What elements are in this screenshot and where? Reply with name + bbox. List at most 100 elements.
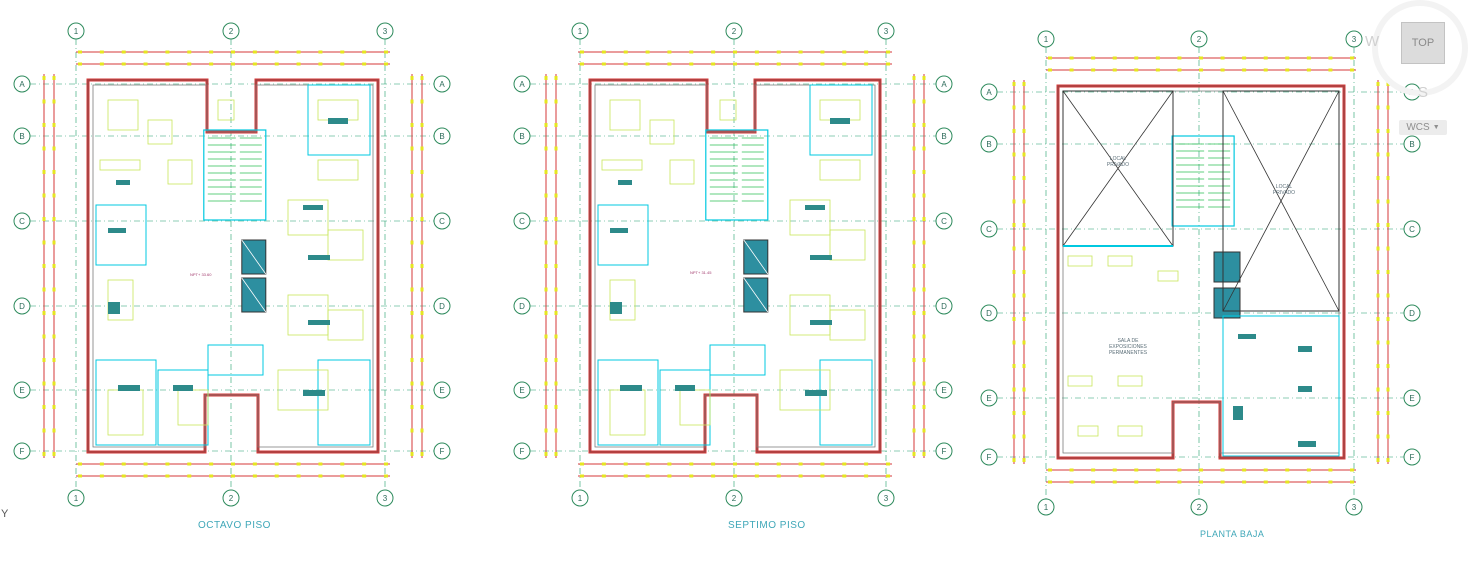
grid-bubble-circle [1403,389,1421,407]
dimension-tick [420,99,424,104]
grid-bubble-circle [376,489,394,507]
viewcube-west-label[interactable]: W [1365,33,1380,50]
dimension-tick [912,123,916,127]
grid-bubble-bottom-3: 3 [376,489,394,507]
dimension-tick [544,287,548,292]
dimension-tick [912,99,916,104]
dimension-tick [420,217,424,221]
dimension-tick [1022,152,1026,157]
dimension-tick [42,170,46,174]
grid-bubble-label: B [986,140,991,149]
grid-bubble-bottom-3: 3 [1345,498,1363,516]
dimension-tick [1376,340,1380,345]
dimension-tick [580,462,584,466]
exterior-wall-inside-face [1062,90,1340,454]
dimension-tick [544,381,548,386]
grid-bubble-label: D [439,302,445,311]
dimension-tick [864,50,869,54]
grid-bubble-circle [433,297,451,315]
grid-bubble-circle [13,212,31,230]
dimension-tick [733,50,737,54]
office-partition [307,84,371,156]
grid-bubble-label: C [519,217,525,226]
dimension-tick [1012,434,1016,439]
grid-bubble-circle [935,127,953,145]
dimension-tick [121,462,126,466]
dimension-tick [554,428,558,433]
stair-core [203,129,267,221]
furniture [327,309,364,341]
dimension-tick [1048,56,1052,60]
grid-bubble-top-3: 3 [1345,30,1363,48]
grid-bubble-label: F [1410,453,1415,462]
grid-bubble-circle [13,442,31,460]
dimension-tick [42,99,46,104]
grid-bubble-left-D: D [980,304,998,322]
dimension-tick [121,50,126,54]
grid-bubble-right-C: C [935,212,953,230]
viewcube-south-label[interactable]: S [1418,84,1429,101]
dimension-tick [1386,434,1390,439]
viewcube-ring[interactable] [1372,0,1468,96]
viewcube-top-face[interactable]: TOP [1401,22,1445,64]
dimension-tick [209,50,214,54]
dimension-tick [296,50,301,54]
level-mark-octavo: NPT+ 33.60 [190,272,212,277]
dimension-tick [1386,105,1390,110]
dimension-tick [1350,480,1354,484]
dimension-tick [689,62,694,66]
dimension-tick [912,76,916,80]
exhibit-display [1107,255,1133,267]
dimension-tick [42,405,46,409]
dimension-tick [798,50,803,54]
wcs-menu[interactable]: WCS▼ [1399,120,1447,135]
dimension-tick [1285,480,1290,484]
dimension-tick [733,474,737,478]
dimension-tick [420,170,424,174]
dimension-tick [1155,480,1160,484]
grid-bubble-circle [980,448,998,466]
dimension-tick [1376,387,1380,392]
dimension-tick [318,462,323,466]
dimension-tick [1386,293,1390,298]
dimension-tick [1263,56,1268,60]
dimension-tick [1012,270,1016,274]
dimension-tick [1376,176,1380,180]
dimension-tick [1376,293,1380,298]
desk [328,118,348,124]
dimension-tick [78,474,82,478]
grid-bubble-right-C: C [1403,220,1421,238]
dimension-tick [42,240,46,245]
room-label-sala-exposiciones: SALA DE EXPOSICIONES PERMANENTES [1108,338,1148,356]
dimension-tick [754,62,759,66]
grid-bubble-label: C [941,217,947,226]
dimension-tick [420,76,424,80]
dimension-tick [689,50,694,54]
dimension-tick [1012,340,1016,345]
dimension-tick [1350,468,1354,472]
office-partition [819,359,873,446]
restroom [709,344,766,376]
grid-bubble-label: 1 [578,27,583,36]
dimension-tick [912,334,916,339]
elevator-cross [743,239,769,275]
exhibit-display [1117,375,1143,387]
dimension-tick [52,193,56,198]
dimension-tick [1012,152,1016,157]
dimension-tick [554,381,558,386]
dimension-tick [384,474,388,478]
dimension-tick [252,62,257,66]
grid-bubble-top-1: 1 [571,22,589,40]
dimension-tick [1386,246,1390,251]
desk [303,390,325,396]
dimension-tick [1220,468,1225,472]
dimension-tick [42,358,46,362]
dimension-tick [318,50,323,54]
dimension-tick [1263,68,1268,72]
void-cross [1222,90,1340,312]
desk [618,180,632,185]
dimension-tick [912,217,916,221]
desk [1298,346,1312,352]
grid-bubble-circle [67,22,85,40]
